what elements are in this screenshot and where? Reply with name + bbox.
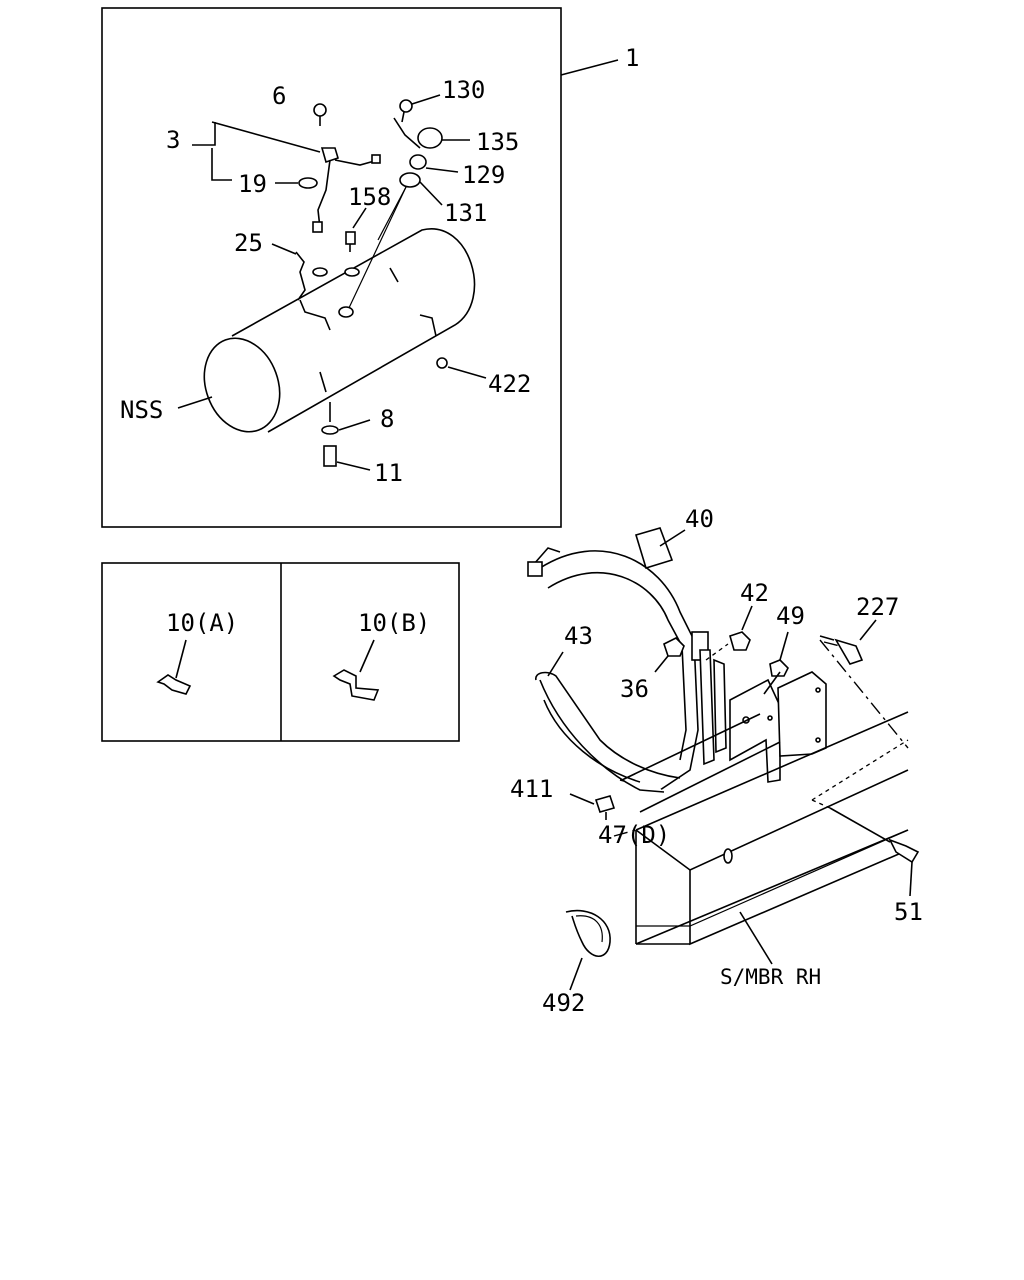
leader-1	[560, 59, 619, 76]
callout-40: 40	[685, 505, 714, 533]
callout-10a: 10(A)	[166, 609, 238, 637]
bracket-3	[212, 122, 216, 146]
cable-tie-492	[565, 909, 611, 991]
tank-band-40	[527, 527, 709, 791]
callout-158: 158	[348, 183, 391, 211]
nut-422	[436, 357, 448, 369]
callout-10b: 10(B)	[358, 609, 430, 637]
callout-8: 8	[380, 405, 394, 433]
callout-3: 3	[166, 126, 180, 154]
callout-6: 6	[272, 82, 286, 110]
bolt-11	[323, 445, 371, 471]
callout-25: 25	[234, 229, 263, 257]
callout-422: 422	[488, 370, 531, 398]
gasket-131	[399, 172, 421, 188]
clip-411	[569, 793, 616, 820]
callout-227: 227	[856, 593, 899, 621]
nut-49	[769, 659, 789, 677]
callout-47d: 47(D)	[598, 821, 670, 849]
bolt-51	[829, 807, 920, 897]
fuel-tank	[203, 228, 476, 433]
callout-49: 49	[776, 602, 805, 630]
callout-492: 492	[542, 989, 585, 1017]
gasket-19	[298, 177, 318, 189]
callout-36: 36	[620, 675, 649, 703]
callout-side-member: S/MBR RH	[720, 965, 821, 989]
nut-36	[663, 637, 685, 657]
callout-130: 130	[442, 76, 485, 104]
clip-10a	[156, 639, 192, 695]
tank-assembly-frame	[101, 7, 562, 528]
centerline-227	[819, 639, 909, 749]
clip-10b	[332, 639, 380, 701]
callout-135: 135	[476, 128, 519, 156]
callout-131: 131	[444, 199, 487, 227]
bolt-130	[399, 94, 441, 123]
fuel-sender-unit	[312, 147, 381, 233]
callout-11: 11	[374, 459, 403, 487]
callout-411: 411	[510, 775, 553, 803]
callout-1: 1	[625, 44, 639, 72]
side-member-rh	[613, 711, 909, 965]
callout-43: 43	[564, 622, 593, 650]
nut-42	[729, 631, 751, 651]
tank-band-43	[535, 649, 727, 793]
washer-8	[321, 402, 371, 435]
mount-bracket	[729, 671, 827, 783]
callout-19: 19	[238, 170, 267, 198]
cap-135	[417, 127, 443, 149]
bolt-227	[819, 619, 877, 665]
callout-51: 51	[894, 898, 923, 926]
clip-25	[271, 243, 306, 301]
nut-129	[409, 154, 459, 173]
callout-42: 42	[740, 579, 769, 607]
callout-129: 129	[462, 161, 505, 189]
bolt-6	[313, 103, 327, 126]
callout-nss: NSS	[120, 396, 163, 424]
drain-plug-158	[345, 207, 367, 252]
